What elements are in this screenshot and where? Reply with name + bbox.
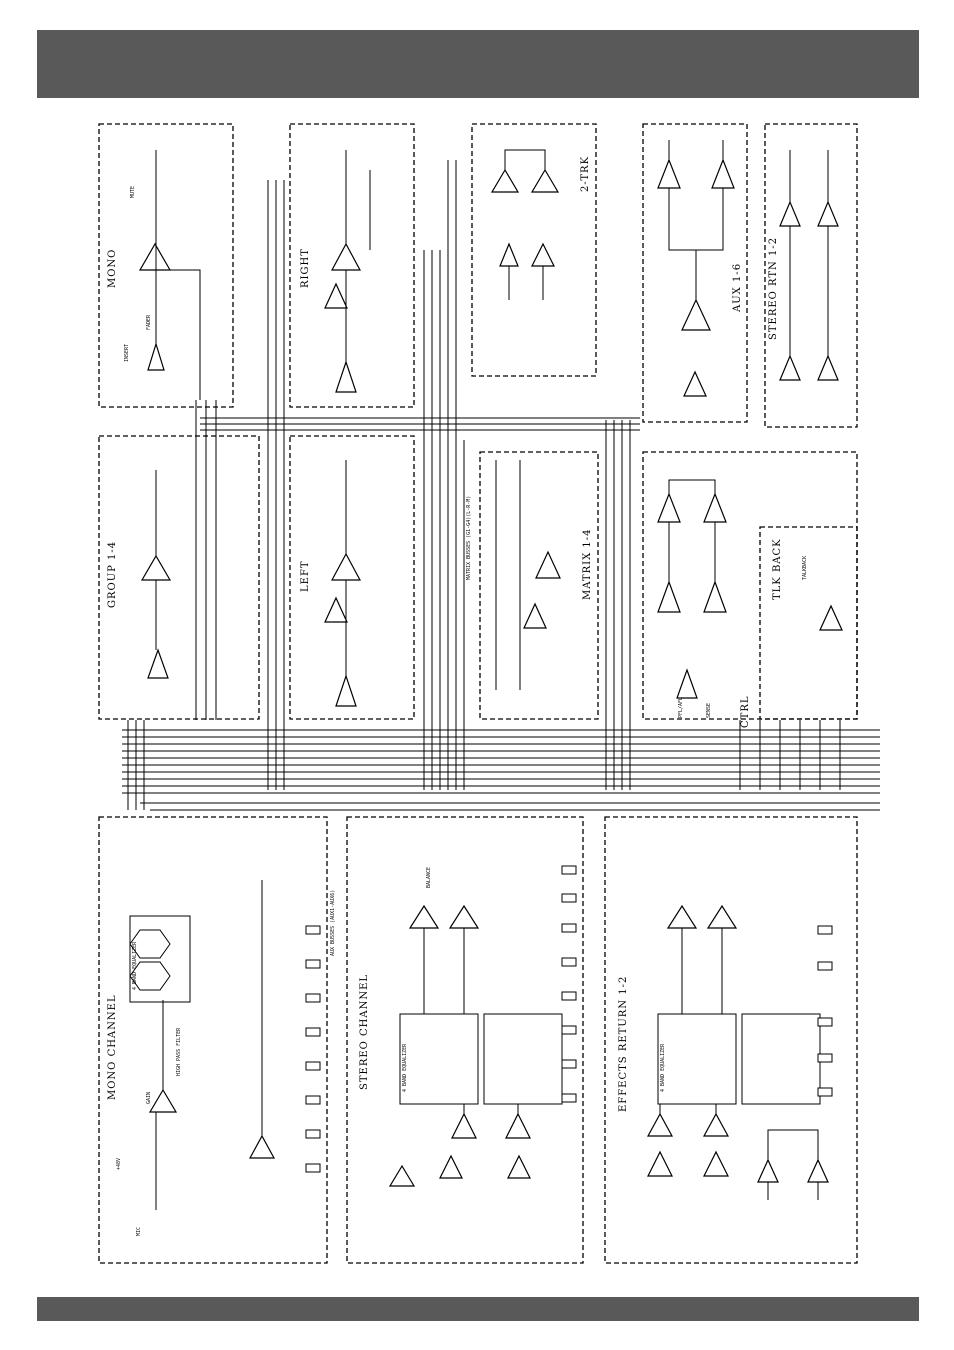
- signal-wires: [155, 140, 829, 1210]
- label-group: GROUP 1-4: [107, 541, 118, 608]
- label-2trk: 2-TRK: [580, 156, 591, 192]
- label-talkback-mic: TALKBACK: [802, 556, 808, 580]
- block-matrix: [479, 451, 599, 720]
- block-effects-return: [604, 816, 858, 1264]
- label-balance: BALANCE: [426, 867, 432, 888]
- footer-bar: [37, 1297, 919, 1321]
- label-left: LEFT: [300, 560, 311, 592]
- label-eq-stereo: 4 BAND EQUALIZER: [402, 1043, 408, 1092]
- label-mono: MONO: [107, 249, 118, 288]
- label-matrix: MATRIX 1-4: [582, 529, 593, 600]
- block-mono: [98, 123, 234, 408]
- label-matrix-busses: MATRIX BUSSES (G1-G4)(L-R-M): [466, 496, 472, 580]
- label-eq-mono: 4 BAND EQUALIZER: [132, 941, 138, 990]
- label-mono-channel: MONO CHANNEL: [107, 994, 118, 1100]
- header-bar: [37, 30, 919, 98]
- label-eq-fx: 4 BAND EQUALIZER: [660, 1043, 666, 1092]
- label-pfl: PFL/AFL: [678, 697, 684, 718]
- label-mute: MUTE: [130, 186, 136, 198]
- label-stereo-channel: STEREO CHANNEL: [359, 974, 370, 1090]
- equalizers: [129, 915, 821, 1105]
- block-right: [289, 123, 415, 408]
- label-sense: SENSE: [706, 703, 712, 718]
- label-phantom: +48V: [116, 1158, 122, 1170]
- block-mono-channel: [98, 816, 328, 1264]
- label-aux-busses: AUX BUSSES (AUX1-AUX6): [330, 890, 336, 956]
- block-talkback: [759, 526, 858, 720]
- riser-lines: [127, 160, 841, 810]
- label-aux: AUX 1-6: [732, 263, 743, 313]
- label-effects-return: EFFECTS RETURN 1-2: [618, 976, 629, 1112]
- block-group: [98, 435, 260, 720]
- label-stereo-rtn: STEREO RTN 1-2: [768, 237, 779, 340]
- block-2trk: [471, 123, 597, 377]
- label-high-pass: HIGH PASS FILTER: [176, 1027, 182, 1076]
- label-gain: GAIN: [146, 1092, 152, 1104]
- label-right: RIGHT: [300, 248, 311, 288]
- label-ctrl: CTRL: [740, 696, 751, 729]
- block-ctrl: [642, 451, 858, 720]
- block-stereo-channel: [346, 816, 584, 1264]
- label-fader: FADER: [146, 314, 152, 330]
- block-left: [289, 435, 415, 720]
- label-insert: INSERT: [124, 344, 130, 362]
- label-talkback: TLK BACK: [772, 538, 783, 600]
- bus-lines: [122, 417, 880, 811]
- aux-pots: [305, 865, 833, 1173]
- block-stereo-rtn: [764, 123, 858, 428]
- label-mic: MIC: [136, 1227, 142, 1236]
- block-aux: [642, 123, 748, 423]
